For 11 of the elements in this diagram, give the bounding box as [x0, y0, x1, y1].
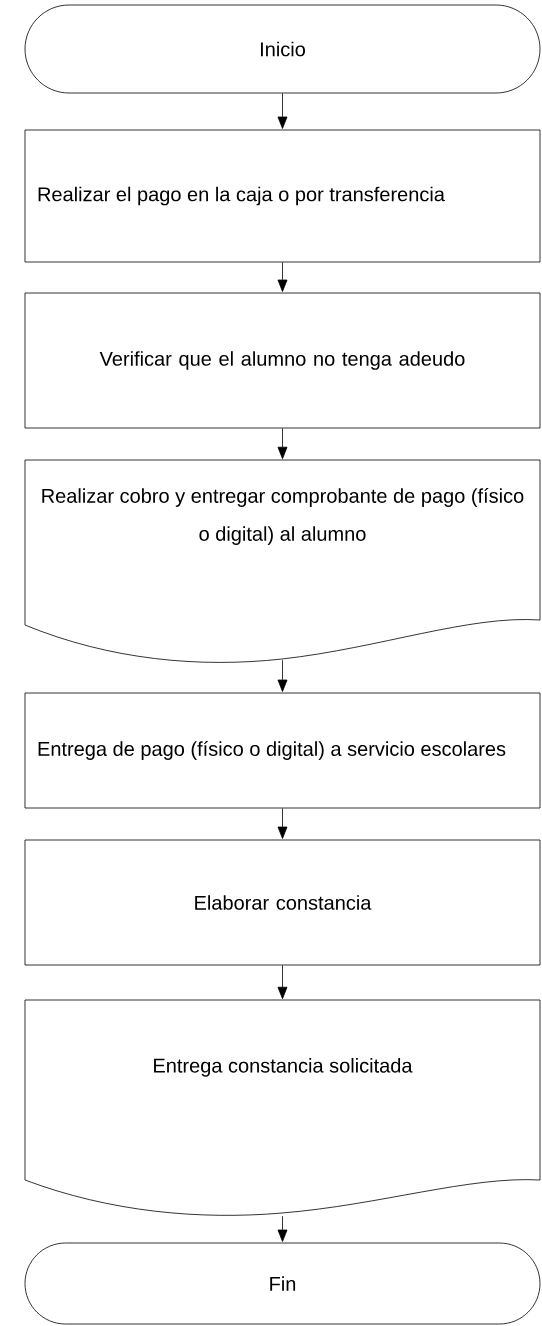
process-box: Entrega de pago (físico o digital) a servicio escolares [24, 692, 541, 809]
arrow [277, 1215, 288, 1242]
arrow [277, 93, 288, 129]
arrow [277, 428, 288, 460]
arrow [277, 262, 288, 292]
arrow [277, 965, 288, 1000]
process-box: Realizar el pago en la caja o por transferencia [24, 129, 541, 263]
process-box: Verificar que el alumno no tenga adeudo [24, 292, 541, 429]
process-box: Elaborar constancia [24, 839, 541, 966]
arrow [277, 659, 288, 692]
arrow [277, 808, 288, 839]
